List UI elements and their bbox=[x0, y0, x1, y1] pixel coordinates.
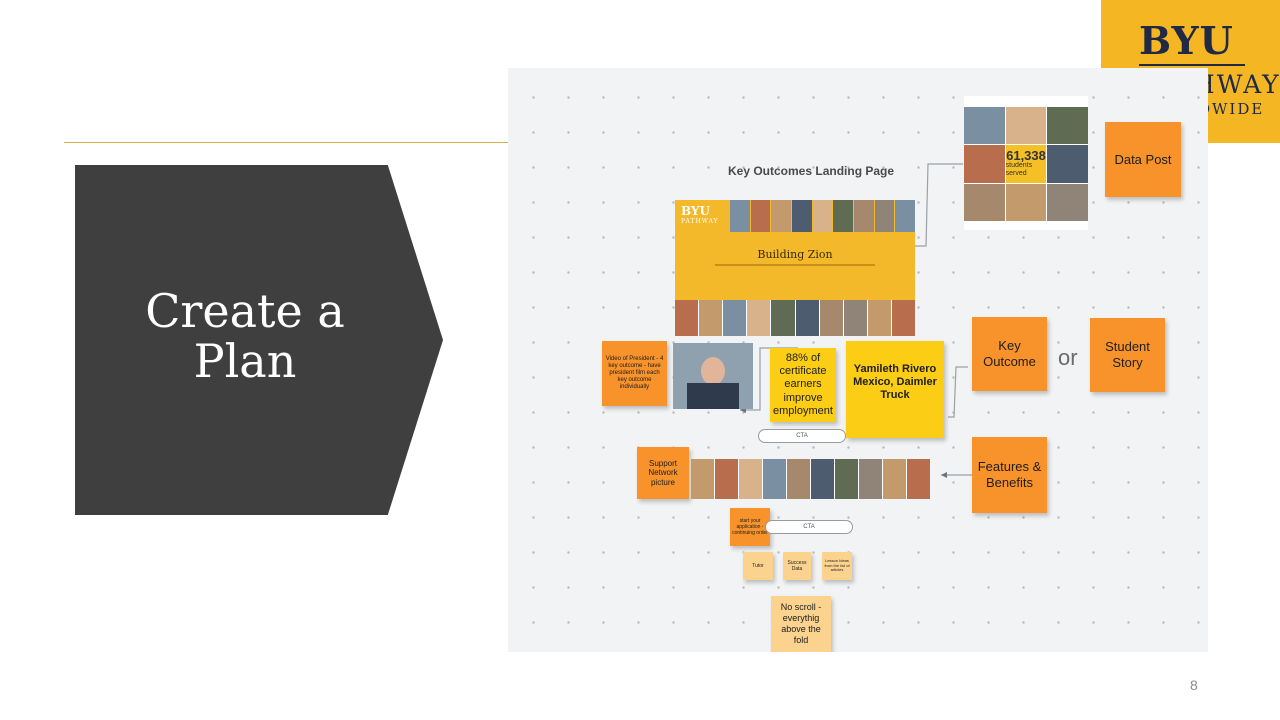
stat-label: students served bbox=[1005, 162, 1033, 178]
grid-footer bbox=[964, 221, 1088, 230]
sticky-key-outcome: Key Outcome bbox=[972, 317, 1047, 391]
data-post-grid: 61,338 students served bbox=[964, 96, 1088, 230]
sticky-small-lesson: Lesson Ideas from the list of articles bbox=[822, 552, 852, 580]
support-network-photos bbox=[691, 459, 930, 499]
president-face bbox=[701, 357, 725, 385]
cta-button-mock-1: CTA bbox=[758, 429, 846, 443]
title-arrow-shape bbox=[75, 165, 443, 515]
grid-header bbox=[964, 96, 1088, 106]
grid-photo bbox=[1047, 107, 1088, 145]
building-zion-banner: BYU PATHWAY Building Zion bbox=[675, 200, 915, 336]
page-number: 8 bbox=[1190, 677, 1198, 693]
president-video-thumbnail bbox=[673, 343, 753, 409]
or-label: or bbox=[1058, 345, 1078, 370]
slide-title: Create a Plan bbox=[75, 286, 415, 386]
stat-tile: 61,338 students served bbox=[1005, 145, 1047, 183]
cta-button-mock-2: CTA bbox=[765, 520, 853, 534]
slide-title-line1: Create a bbox=[145, 284, 345, 338]
grid-photo bbox=[964, 107, 1005, 145]
sticky-data-post: Data Post bbox=[1105, 122, 1181, 197]
banner-photo-strip bbox=[730, 200, 915, 232]
slide-title-line2: Plan bbox=[193, 334, 297, 388]
banner-logo: BYU PATHWAY bbox=[681, 204, 729, 230]
sticky-support-network: Support Network picture bbox=[637, 447, 689, 499]
whiteboard-screenshot: Key Outcomes Landing Page 61,338 student… bbox=[508, 68, 1208, 652]
sticky-no-scroll: No scroll - everythig above the fold bbox=[771, 596, 831, 652]
grid-photo bbox=[1047, 183, 1088, 221]
board-title: Key Outcomes Landing Page bbox=[728, 164, 895, 178]
grid-photo bbox=[1005, 183, 1047, 221]
sticky-small-success: Success Data bbox=[783, 552, 811, 580]
sticky-small-tutor: Tutor bbox=[743, 552, 773, 580]
title-divider bbox=[64, 142, 514, 143]
president-suit bbox=[687, 383, 739, 409]
sticky-88-percent: 88% of certificate earners improve emplo… bbox=[770, 348, 836, 422]
banner-subtitle-line bbox=[715, 264, 875, 266]
grid-photo bbox=[1005, 107, 1047, 145]
sticky-yamileth: Yamileth Rivero Mexico, Daimler Truck bbox=[846, 341, 944, 438]
banner-logo-text: BYU bbox=[681, 204, 710, 218]
grid-photo bbox=[964, 183, 1005, 221]
sticky-features-benefits: Features & Benefits bbox=[972, 437, 1047, 513]
sticky-student-story: Student Story bbox=[1090, 318, 1165, 392]
sticky-video-note: Video of President - 4 key outcome - hav… bbox=[602, 341, 667, 406]
grid-photo bbox=[1047, 145, 1088, 183]
sticky-start-application: start your application - continuing orde… bbox=[730, 508, 770, 546]
banner-bottom-photos bbox=[675, 300, 915, 336]
banner-logo-subtext: PATHWAY bbox=[681, 218, 719, 225]
logo-byu-text: BYU bbox=[1139, 18, 1234, 63]
logo-rule bbox=[1139, 64, 1245, 66]
banner-heading: Building Zion bbox=[757, 248, 833, 261]
grid-photo bbox=[964, 145, 1005, 183]
stat-number: 61,338 bbox=[1006, 148, 1046, 164]
